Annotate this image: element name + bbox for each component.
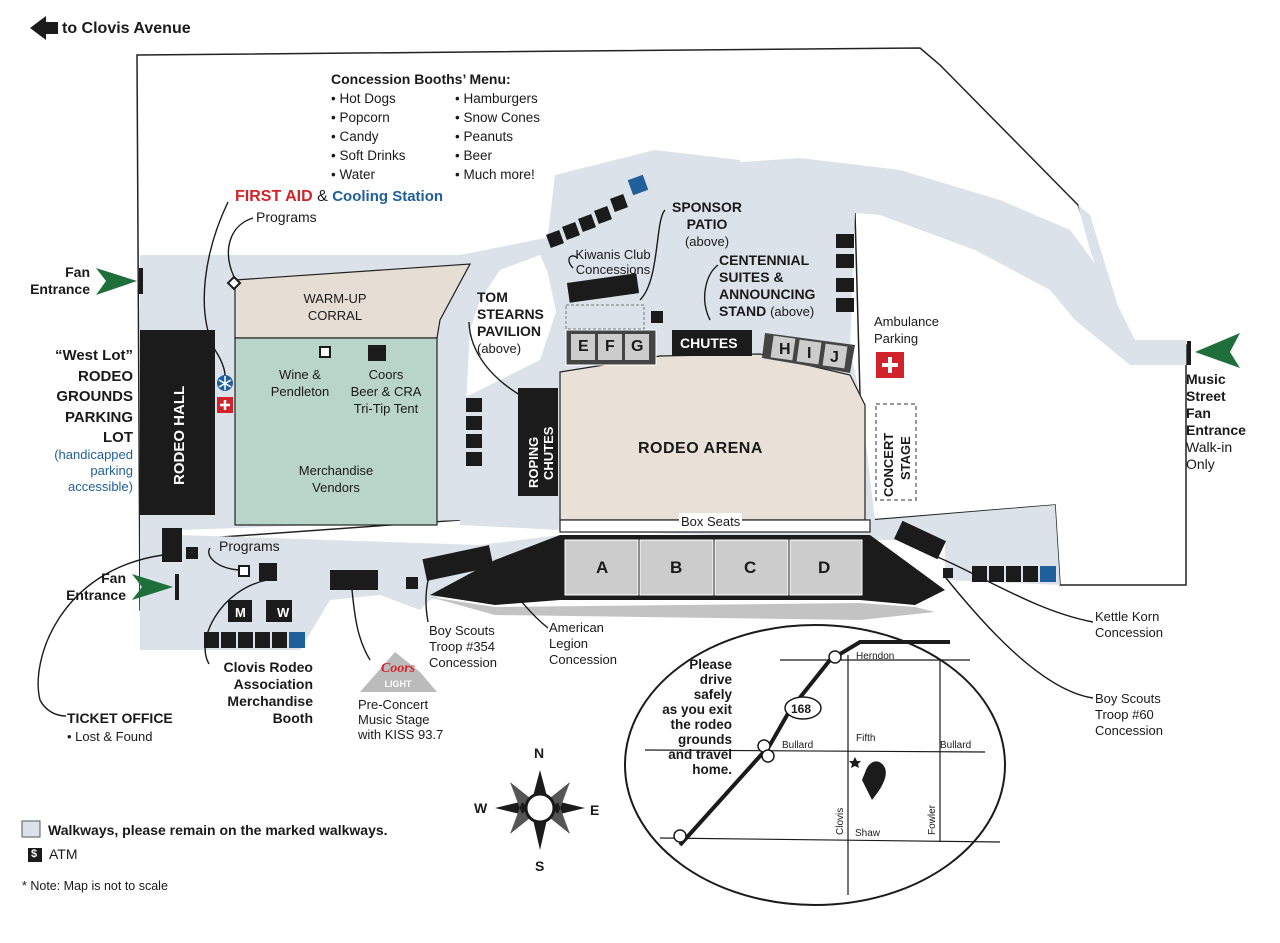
compass-rose — [495, 770, 585, 850]
ambulance-cross — [882, 357, 898, 373]
inset-label-fowler: Fowler — [927, 804, 938, 835]
roping-chutes-label-1: ROPING — [526, 437, 541, 488]
concert-stage-label-2: STAGE — [898, 436, 913, 480]
inset-marker-bullard-2 — [761, 749, 775, 763]
fan-entrance-bottom-bar — [175, 574, 179, 600]
back-arrow-icon[interactable] — [30, 16, 58, 40]
programs-top-marker — [226, 275, 242, 291]
ticket-office — [162, 528, 182, 562]
concert-stage — [875, 403, 917, 501]
music-street-arrow — [1195, 333, 1240, 368]
roping-chutes-label-2: CHUTES — [541, 426, 556, 480]
mens-restroom-letter: M — [235, 605, 246, 620]
booth-coors-stage — [330, 570, 378, 590]
womens-restroom-icon — [266, 600, 292, 622]
booth-coors-tent — [368, 345, 386, 361]
concert-stage-label-1: CONCERT — [881, 433, 896, 497]
bleacher-shadow — [430, 597, 935, 620]
music-street-bar — [1187, 341, 1191, 365]
mens-restroom-icon — [228, 600, 252, 622]
inset-label-clovis: Clovis — [835, 808, 846, 835]
coors-light-logo — [360, 652, 437, 692]
booth-kettle — [894, 520, 946, 560]
inset-marker-shaw — [673, 829, 687, 843]
merchandise-vendors-area — [234, 337, 438, 526]
atm-icons — [186, 311, 663, 589]
inset-rodeo-location-icon — [862, 761, 886, 800]
kiwanis-outline — [565, 304, 645, 330]
restroom-icons — [204, 174, 1056, 648]
legend-walkway-swatch — [21, 820, 41, 838]
warmup-corral — [234, 263, 472, 339]
womens-restroom-letter: W — [277, 605, 290, 620]
box-seats-bar — [559, 519, 871, 533]
booth-cra-merch — [259, 563, 277, 581]
fan-entrance-bottom-arrow — [132, 574, 173, 600]
fan-entrance-top-arrow — [96, 268, 137, 295]
kiwanis-concession — [566, 273, 640, 303]
booth-troop60 — [943, 568, 953, 578]
roping-chutes — [518, 388, 558, 496]
grandstand-sections — [564, 539, 863, 596]
legend-atm-icon — [28, 848, 42, 862]
leader-lines — [37, 201, 1094, 717]
booth-programs-small — [238, 565, 250, 577]
hij-stands — [762, 333, 855, 373]
inset-highway-shield — [784, 696, 822, 720]
booth-wine — [319, 346, 331, 358]
inset-star-icon — [849, 757, 861, 768]
booth-troop354 — [422, 545, 494, 581]
inset-roads — [644, 640, 1001, 895]
inset-marker-herndon — [828, 650, 842, 664]
efg-stands — [565, 329, 657, 366]
rodeo-arena — [559, 353, 866, 521]
inset-driving-map — [624, 624, 1006, 906]
rodeo-hall — [140, 330, 215, 515]
fan-entrance-top-bar — [139, 268, 143, 294]
chutes-block — [672, 330, 752, 356]
rodeo-hall-label: RODEO HALL — [171, 386, 188, 485]
